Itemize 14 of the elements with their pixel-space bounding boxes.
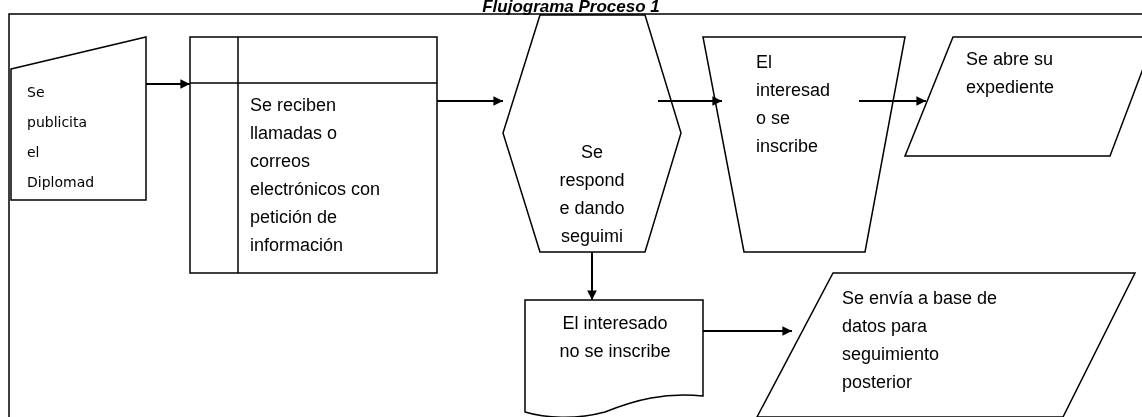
preparation-hexagon <box>503 15 681 252</box>
node-text: Se publicita el Diplomad <box>27 83 93 192</box>
document-shape <box>525 300 703 417</box>
node-text: Se envía a base de datos para seguimiento posterior <box>842 287 999 394</box>
node-text: El interesad o se inscribe <box>756 51 832 158</box>
manual-input-shape <box>11 37 146 200</box>
node-text: Se abre su expediente <box>966 48 1056 99</box>
node-text: Se respond e dando seguimi <box>558 141 626 248</box>
data-parallelogram <box>905 37 1142 156</box>
manual-operation-trapezoid <box>703 37 905 252</box>
diagram-title: Flujograma Proceso 1 <box>481 0 661 17</box>
node-text: El interesado no se inscribe <box>558 312 672 363</box>
internal-storage-shape <box>190 37 437 273</box>
node-text: Se reciben llamadas o correos electrónicos con petición de información <box>250 94 382 257</box>
